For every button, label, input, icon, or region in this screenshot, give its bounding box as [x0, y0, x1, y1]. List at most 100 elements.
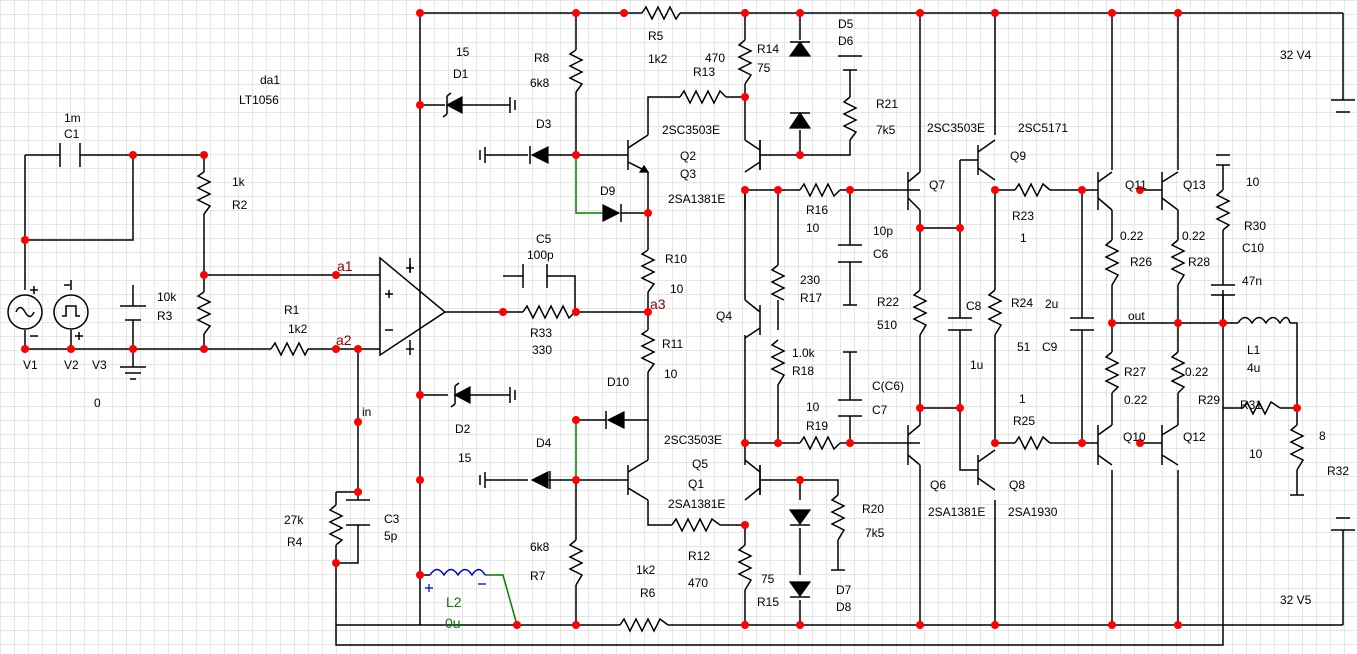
- label-c6: C6: [873, 247, 889, 261]
- label-r18: R18: [792, 364, 814, 378]
- opamp-da1[interactable]: [379, 256, 447, 357]
- label-c5: 100p: [527, 248, 554, 262]
- label-c7: C(C6): [872, 379, 904, 393]
- junction-dot: [916, 224, 924, 232]
- wires: [24, 12, 1344, 646]
- label-r24: 51: [1017, 340, 1031, 354]
- junction-dot: [1108, 319, 1116, 327]
- label-r33: R33: [530, 326, 552, 340]
- label-d8: D8: [836, 600, 852, 614]
- junction-dot: [200, 345, 208, 353]
- label-r33: 330: [532, 343, 552, 357]
- label-q5: 2SC3503E: [664, 433, 722, 447]
- label-r31: R31: [1240, 398, 1262, 412]
- junction-dot: [916, 9, 924, 17]
- label-c8: C8: [966, 299, 982, 313]
- label-c7: 10: [806, 400, 820, 414]
- label-in: in: [362, 405, 371, 419]
- voltage-sources[interactable]: [7, 284, 89, 340]
- junction-dots: [21, 9, 1301, 629]
- junction-dot: [200, 151, 208, 159]
- junction-dot: [21, 236, 29, 244]
- label-d2: 15: [458, 451, 472, 465]
- junction-dot: [1078, 439, 1086, 447]
- label-c9: 2u: [1045, 297, 1058, 311]
- inductors[interactable]: [425, 316, 1291, 593]
- label-r21: 7k5: [876, 123, 896, 137]
- netname-a2: a2: [336, 332, 352, 348]
- junction-dot: [796, 151, 804, 159]
- label-r29: 0.22: [1185, 365, 1209, 379]
- label-q8: Q8: [1009, 478, 1025, 492]
- junction-dot: [416, 571, 424, 579]
- label-d7: D7: [836, 583, 852, 597]
- junction-dot: [499, 308, 507, 316]
- label-r27: 0.22: [1124, 393, 1148, 407]
- label-q8: 2SA1930: [1008, 505, 1058, 519]
- label-v2: V2: [64, 358, 79, 372]
- label-r17: R17: [800, 291, 822, 305]
- junction-dot: [572, 308, 580, 316]
- junction-dot: [416, 391, 424, 399]
- label-r12: 470: [688, 576, 708, 590]
- junction-dot: [1108, 621, 1116, 629]
- label-r14: R14: [757, 42, 779, 56]
- label-r23: R23: [1012, 209, 1034, 223]
- label-q11: Q11: [1125, 178, 1147, 192]
- label-q12: Q12: [1183, 430, 1206, 444]
- diodes: [442, 40, 812, 598]
- label-r16: R16: [806, 203, 828, 217]
- label-r22: 510: [877, 318, 897, 332]
- label-d3: D3: [536, 117, 552, 131]
- label-r8: 6k8: [530, 76, 550, 90]
- label-r4: R4: [287, 535, 303, 549]
- label-r6: R6: [640, 586, 656, 600]
- label-c10: 47n: [1242, 274, 1262, 288]
- label-l1: L1: [1247, 343, 1261, 357]
- label-q10: Q10: [1123, 430, 1146, 444]
- junction-dot: [572, 621, 580, 629]
- label-r10: 10: [670, 282, 684, 296]
- junction-dot: [741, 521, 749, 529]
- label-r25: R25: [1013, 414, 1035, 428]
- junction-dot: [916, 404, 924, 412]
- label-r19: R19: [806, 419, 828, 433]
- label-d10: D10: [607, 375, 629, 389]
- label-r6: 1k2: [636, 563, 656, 577]
- junction-dot: [796, 476, 804, 484]
- junction-dot: [1136, 439, 1144, 447]
- label-r16: 10: [806, 221, 820, 235]
- label-r27: R27: [1124, 365, 1146, 379]
- label-r32: 8: [1319, 429, 1326, 443]
- junction-dot: [332, 559, 340, 567]
- junction-dot: [572, 416, 580, 424]
- label-r26: R26: [1130, 255, 1152, 269]
- junction-dot: [354, 418, 362, 426]
- label-q7: 2SC3503E: [927, 121, 985, 135]
- label-c6: 10p: [873, 224, 893, 238]
- label-r28: R28: [1188, 255, 1210, 269]
- label-q9: 2SC5171: [1018, 121, 1068, 135]
- label-q13: Q13: [1183, 178, 1206, 192]
- label-r5: 1k2: [648, 52, 668, 66]
- label-r31: 10: [1249, 447, 1263, 461]
- junction-dot: [741, 186, 749, 194]
- label-r15: 75: [761, 572, 775, 586]
- label-r29: R29: [1198, 393, 1220, 407]
- label-r21: R21: [876, 97, 898, 111]
- label-r32: R32: [1327, 464, 1349, 478]
- label-r18: 1.0k: [792, 346, 816, 360]
- label-v3: V3: [92, 358, 107, 372]
- label-r1: R1: [284, 303, 300, 317]
- transistors: [627, 134, 1179, 501]
- label-d2: D2: [455, 422, 471, 436]
- label-d5: D5: [838, 17, 854, 31]
- label-d4: D4: [536, 436, 552, 450]
- label-v4: 32 V4: [1280, 48, 1312, 62]
- label-c9: C9: [1042, 340, 1058, 354]
- label-c3: 5p: [384, 529, 398, 543]
- label-r13: 470: [705, 51, 725, 65]
